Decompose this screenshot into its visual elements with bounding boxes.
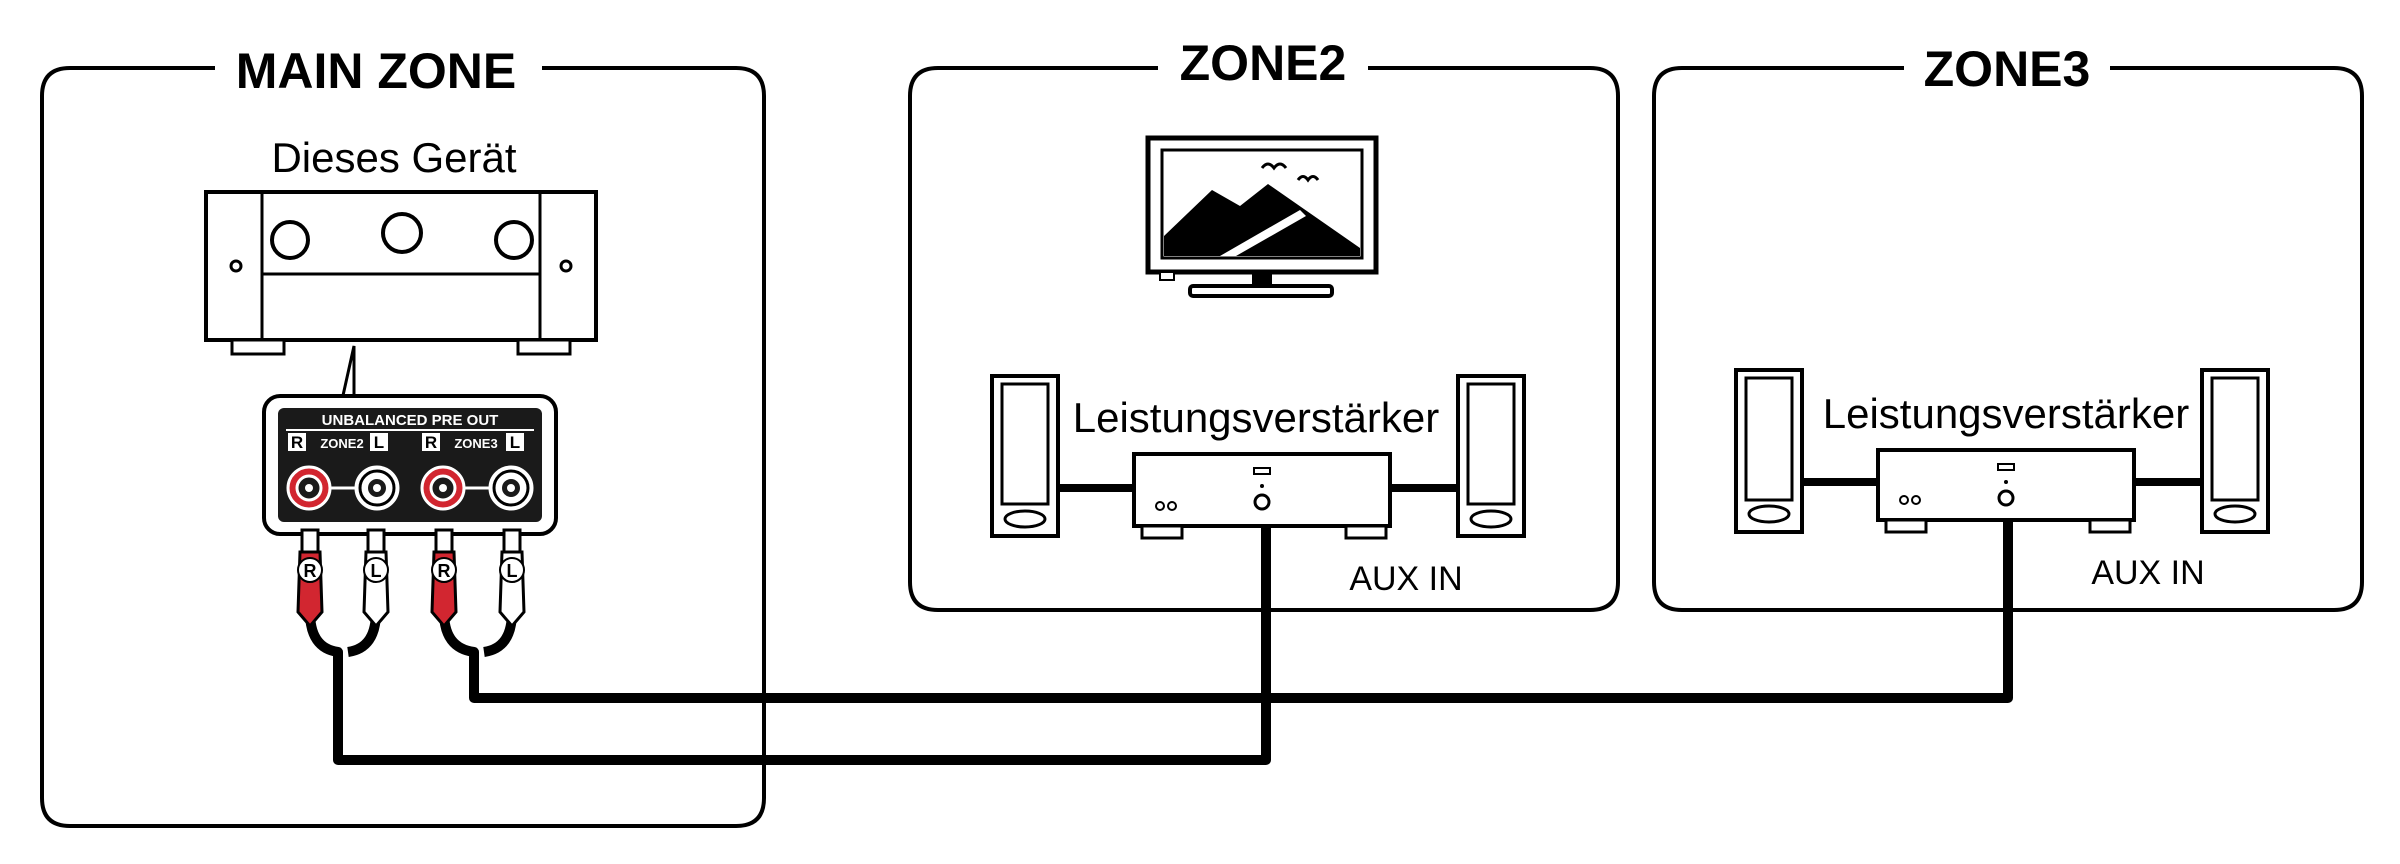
panel-zone3-label: ZONE3: [454, 436, 497, 451]
rca-plug-zone2-left: L: [362, 528, 390, 629]
device-label: Dieses Gerät: [271, 134, 516, 181]
rca-plug-zone2-right: R: [296, 528, 324, 629]
main-zone-title: MAIN ZONE: [236, 43, 517, 99]
receiver-screw-left: [229, 259, 243, 273]
zone3-title: ZONE3: [1924, 41, 2091, 97]
pre-out-panel: UNBALANCED PRE OUT R ZONE2 L R ZONE3 L: [262, 394, 558, 536]
jack-zone2-left: [354, 465, 400, 511]
plug-letter-2: L: [371, 561, 382, 581]
av-receiver: [204, 190, 598, 356]
panel-letter-r-zone2: R: [291, 433, 303, 452]
cable-zone3: [439, 516, 2013, 703]
zone2-input-label: AUX IN: [1349, 560, 1462, 598]
panel-letter-l-zone3: L: [510, 433, 520, 452]
zone2-title: ZONE2: [1180, 35, 1347, 91]
plug-letter-4: L: [507, 561, 518, 581]
receiver-foot-left: [230, 338, 286, 356]
main-zone-frame: [40, 66, 766, 828]
receiver-knob-right: [494, 220, 534, 260]
rca-plug-zone3-right: R: [430, 528, 458, 629]
zone3-power-amplifier: [1876, 448, 2136, 534]
zone3-input-label: AUX IN: [2091, 554, 2204, 592]
plug-letter-3: R: [438, 561, 451, 581]
receiver-knob-center: [381, 212, 423, 254]
receiver-foot-right: [516, 338, 572, 356]
receiver-screw-right: [559, 259, 573, 273]
tv-icon: [1145, 135, 1379, 298]
zone3-speaker-left: [1734, 368, 1804, 534]
panel-box-r-zone2: [288, 433, 306, 451]
panel-box-r-zone3: [422, 433, 440, 451]
jack-zone3-right: [420, 465, 466, 511]
rca-plug-zone3-left: L: [498, 528, 526, 629]
zone3-amp-label: Leistungsverstärker: [1823, 390, 2190, 437]
panel-letter-r-zone3: R: [425, 433, 437, 452]
jack-zone2-right: [286, 465, 332, 511]
panel-box-l-zone2: [370, 433, 388, 451]
panel-title: UNBALANCED PRE OUT: [322, 412, 499, 429]
zone2-speaker-left: [990, 374, 1060, 538]
panel-letter-l-zone2: L: [374, 433, 384, 452]
zone3-speaker-right: [2200, 368, 2270, 534]
zone2-amp-label: Leistungsverstärker: [1073, 394, 1440, 441]
zone2-power-amplifier: [1132, 452, 1392, 540]
callout-pointer: [340, 345, 356, 401]
panel-zone2-label: ZONE2: [320, 436, 363, 451]
zone2-speaker-right: [1456, 374, 1526, 538]
plug-letter-1: R: [304, 561, 317, 581]
panel-plate: [278, 408, 542, 522]
jack-zone3-left: [488, 465, 534, 511]
receiver-knob-left: [270, 220, 310, 260]
panel-box-l-zone3: [506, 433, 524, 451]
